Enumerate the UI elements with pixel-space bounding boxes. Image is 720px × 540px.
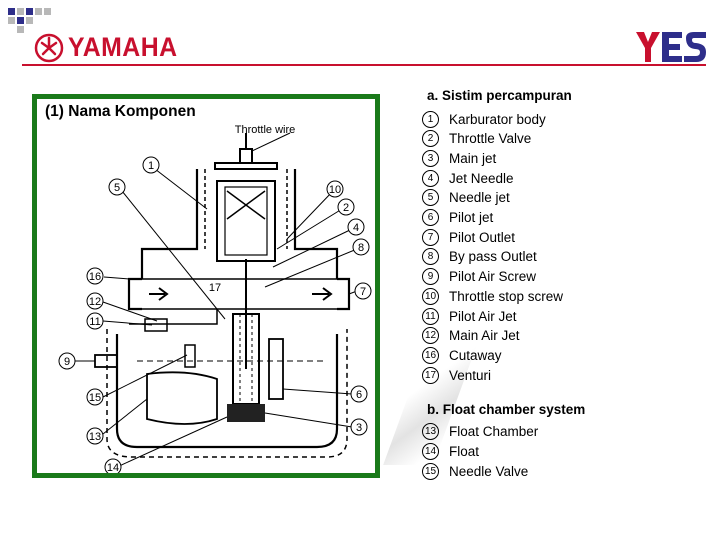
legend-item-number: 17 [422, 366, 439, 384]
legend-item-number: 1 [422, 110, 439, 128]
callout-10: 10 [329, 184, 341, 196]
legend-item: 3 Main jet [422, 149, 496, 167]
legend-item-label: Pilot Outlet [449, 229, 516, 245]
yamaha-logo: YAMAHA [34, 32, 187, 63]
section-b-title: b. Float chamber system [427, 402, 586, 417]
header-rule [22, 64, 706, 66]
callout-17: 17 [209, 282, 221, 294]
callout-6: 6 [356, 389, 362, 401]
callout-5: 5 [114, 182, 120, 194]
legend-item-number: 13 [422, 422, 439, 440]
panel-title: (1) Nama Komponen [45, 103, 196, 120]
yes-logo-icon [636, 32, 706, 62]
deco-square-8 [26, 17, 33, 24]
deco-square-2 [17, 8, 24, 15]
deco-square-1 [8, 8, 15, 15]
legend-item: 6 Pilot jet [422, 209, 493, 227]
legend-item: 16 Cutaway [422, 346, 502, 364]
legend-item-label: Pilot Air Jet [449, 308, 517, 324]
legend-item-number: 7 [422, 228, 439, 246]
section-a-title: a. Sistim percampuran [427, 88, 572, 103]
callout-9: 9 [64, 356, 70, 368]
callout-3: 3 [356, 422, 362, 434]
callout-7: 7 [360, 286, 366, 298]
legend-item-label: Float Chamber [449, 423, 539, 439]
label-throttle-wire: Throttle wire [235, 124, 296, 136]
legend-item-number: 8 [422, 248, 439, 266]
callout-8: 8 [358, 242, 364, 254]
deco-square-3 [26, 8, 33, 15]
legend-item: 1 Karburator body [422, 110, 546, 128]
legend-item: 9 Pilot Air Screw [422, 268, 536, 286]
carburetor-diagram: Throttle wire 1 5 10 2 4 8 7 16 12 11 9 … [58, 124, 372, 473]
legend-item: 14 Float [422, 442, 479, 460]
legend-item: 11 Pilot Air Jet [422, 307, 517, 325]
legend-item-number: 15 [422, 462, 439, 480]
legend-item: 8 By pass Outlet [422, 248, 537, 266]
legend-item-number: 16 [422, 346, 439, 364]
callout-1: 1 [148, 160, 154, 172]
legend-item: 13 Float Chamber [422, 422, 538, 440]
legend-item-label: Needle jet [449, 190, 510, 206]
legend-item-number: 11 [422, 307, 439, 325]
callout-15: 15 [89, 392, 101, 404]
legend-item-number: 9 [422, 268, 439, 286]
legend-item-label: By pass Outlet [449, 249, 537, 265]
legend-item-number: 5 [422, 189, 439, 207]
legend-item-number: 14 [422, 442, 439, 460]
legend-item-label: Pilot jet [449, 210, 494, 225]
legend-item-number: 4 [422, 169, 439, 187]
legend-item-number: 3 [422, 149, 439, 167]
legend-item-label: Needle Valve [449, 463, 529, 479]
legend-item-label: Cutaway [449, 347, 502, 363]
legend-item-number: 2 [422, 130, 439, 148]
legend-item-label: Main jet [449, 150, 497, 166]
legend-item-number: 12 [422, 327, 439, 345]
legend-item-label: Main Air Jet [449, 328, 520, 344]
legend-item-number: 6 [422, 209, 439, 226]
callout-4: 4 [353, 222, 359, 234]
tuning-fork-emblem-icon [34, 33, 64, 62]
legend-item: 12 Main Air Jet [422, 327, 520, 345]
legend-item-label: Float [449, 443, 480, 459]
legend-item: 15 Needle Valve [422, 462, 528, 480]
legend-item: 2 Throttle Valve [422, 130, 531, 148]
legend-item-label: Throttle stop screw [449, 288, 564, 304]
legend-item: 7 Pilot Outlet [422, 228, 515, 246]
legend-item-number: 10 [422, 287, 439, 305]
callout-13: 13 [89, 431, 101, 443]
deco-square-5 [44, 8, 51, 15]
legend-item-label: Venturi [449, 367, 492, 383]
deco-square-7 [17, 17, 24, 24]
callout-16: 16 [89, 271, 101, 283]
deco-square-9 [17, 26, 24, 33]
legend-item: 5 Needle jet [422, 189, 510, 207]
component-diagram-panel: Throttle wire 1 5 10 2 4 8 7 16 12 11 9 … [32, 94, 380, 478]
legend-item: 10 Throttle stop screw [422, 287, 563, 305]
brand-name: YAMAHA [68, 32, 178, 62]
legend-item-label: Throttle Valve [449, 131, 532, 147]
deco-square-4 [35, 8, 42, 15]
deco-square-6 [8, 17, 15, 24]
callout-12: 12 [89, 296, 101, 308]
legend-item-label: Jet Needle [449, 170, 514, 186]
legend-item: 4 Jet Needle [422, 169, 514, 187]
callout-11: 11 [89, 316, 100, 328]
callout-2: 2 [343, 202, 349, 214]
callout-14: 14 [107, 462, 119, 473]
legend-item: 17 Venturi [422, 366, 491, 384]
legend-item-label: Pilot Air Screw [449, 269, 537, 285]
legend-item-label: Karburator body [449, 111, 546, 127]
